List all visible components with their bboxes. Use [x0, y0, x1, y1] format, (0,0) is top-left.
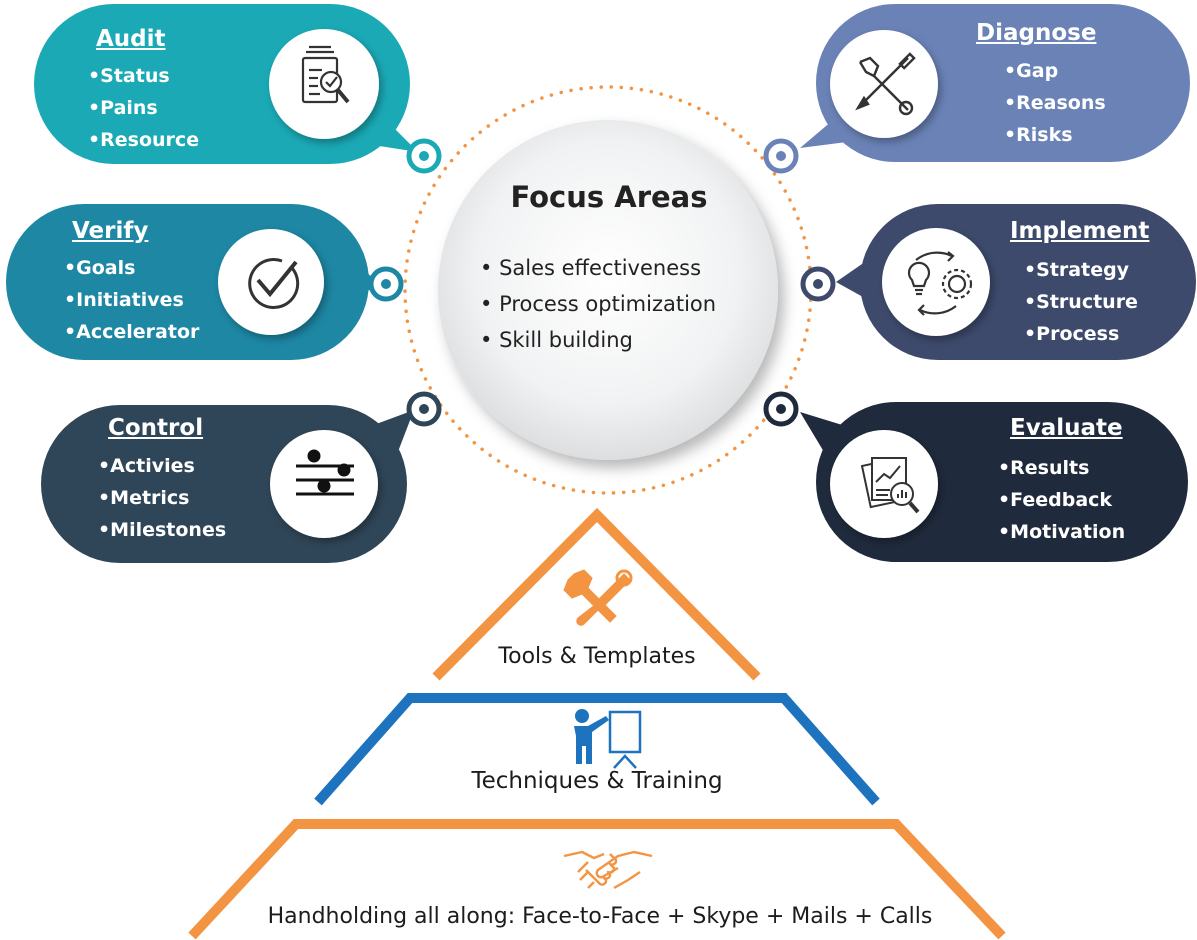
- diagnose-target-marker: [763, 138, 799, 174]
- evaluate-target-marker: [763, 391, 799, 427]
- verify-item: Initiatives: [64, 284, 199, 316]
- audit-title: Audit: [96, 26, 166, 52]
- diagnose-title: Diagnose: [976, 20, 1097, 46]
- focus-areas: Focus Areas Sales effectiveness Process …: [440, 158, 778, 458]
- pyramid-tier-1-label: Tools & Templates: [498, 644, 696, 669]
- implement-item: Process: [1024, 318, 1138, 350]
- focus-areas-list: Sales effectiveness Process optimization…: [480, 250, 716, 358]
- pyramid-tier-3-outline: [188, 819, 1006, 940]
- verify-item: Accelerator: [64, 316, 199, 348]
- evaluate-item: Motivation: [998, 516, 1125, 548]
- control-item: Activies: [98, 450, 226, 482]
- implement-item: Strategy: [1024, 254, 1138, 286]
- diagnose-icon-circle: [830, 30, 938, 138]
- presenter-icon: [574, 709, 642, 769]
- pyramid-tier-1-outline: [432, 507, 761, 681]
- checkmark-circle-icon: [248, 258, 300, 309]
- tools-icon: [563, 569, 633, 626]
- audit-item: Resource: [88, 124, 199, 156]
- handshake-icon: [563, 850, 653, 890]
- diagnose-item: Gap: [1004, 55, 1106, 87]
- audit-target-marker: [406, 138, 442, 174]
- bulb-gear-cycle-icon: [907, 251, 973, 316]
- audit-item: Status: [88, 60, 199, 92]
- audit-items: Status Pains Resource: [88, 60, 199, 156]
- implement-title: Implement: [1010, 218, 1150, 244]
- implement-items: Strategy Structure Process: [1024, 254, 1138, 350]
- implement-item: Structure: [1024, 286, 1138, 318]
- focus-areas-title: Focus Areas: [510, 180, 708, 214]
- report-analysis-icon: [860, 457, 920, 514]
- control-target-marker: [406, 391, 442, 427]
- verify-items: Goals Initiatives Accelerator: [64, 252, 199, 348]
- sliders-icon: [296, 449, 354, 496]
- evaluate-items: Results Feedback Motivation: [998, 452, 1125, 548]
- wrench-screwdriver-icon: [855, 52, 916, 116]
- verify-icon-circle: [218, 229, 324, 335]
- pyramid-tier-2-label: Techniques & Training: [471, 768, 723, 794]
- control-title: Control: [108, 415, 204, 441]
- pyramid-tier-2-outline: [314, 693, 880, 806]
- audit-item: Pains: [88, 92, 199, 124]
- focus-area-item: Process optimization: [480, 286, 716, 322]
- control-item: Metrics: [98, 482, 226, 514]
- audit-document-magnifier-icon: [301, 45, 350, 104]
- implement-icon-circle: [882, 228, 990, 336]
- evaluate-item: Feedback: [998, 484, 1125, 516]
- evaluate-title: Evaluate: [1010, 415, 1123, 441]
- verify-title: Verify: [72, 218, 149, 244]
- control-items: Activies Metrics Milestones: [98, 450, 226, 546]
- verify-item: Goals: [64, 252, 199, 284]
- control-item: Milestones: [98, 514, 226, 546]
- evaluate-item: Results: [998, 452, 1125, 484]
- implement-target-marker: [800, 266, 836, 302]
- diagnose-items: Gap Reasons Risks: [1004, 55, 1106, 151]
- verify-target-marker: [368, 266, 404, 302]
- focus-area-item: Sales effectiveness: [480, 250, 716, 286]
- diagnose-item: Reasons: [1004, 87, 1106, 119]
- diagnose-item: Risks: [1004, 119, 1106, 151]
- focus-area-item: Skill building: [480, 322, 716, 358]
- pyramid-tier-3-label: Handholding all along: Face-to-Face + Sk…: [267, 904, 933, 929]
